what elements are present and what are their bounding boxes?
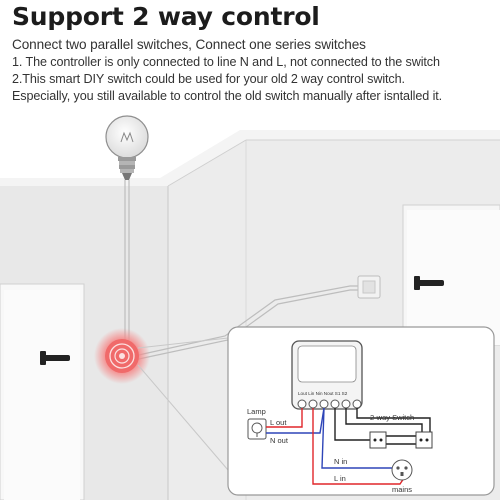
subtitle: Connect two parallel switches, Connect o…	[12, 37, 366, 52]
left-door	[0, 283, 85, 500]
right-door	[402, 204, 500, 346]
wiring-diagram-panel: Lout Lin Nin Nout S1 S2 Lamp	[137, 326, 495, 496]
note-2: 2.This smart DIY switch could be used fo…	[12, 72, 405, 86]
note-3: Especially, you still available to contr…	[12, 89, 443, 103]
lamp-icon	[247, 418, 267, 440]
switch-label: 2-way Switch	[370, 413, 414, 422]
lamp-label: Lamp	[247, 407, 266, 416]
wall-wires	[124, 180, 372, 361]
note-1: 1. The controller is only connected to l…	[12, 55, 440, 69]
terminal-labels: Lout Lin Nin Nout S1 S2	[298, 391, 348, 396]
controller-location-glow	[94, 328, 150, 384]
wall-switch	[357, 275, 381, 299]
wires	[266, 407, 431, 485]
l-in-label: L in	[334, 474, 346, 483]
mains-label: mains	[392, 485, 412, 494]
n-in-label: N in	[334, 457, 347, 466]
light-bulb-icon	[105, 115, 149, 180]
smart-switch-module: Lout Lin Nin Nout S1 S2	[291, 340, 363, 410]
page-title: Support 2 way control	[12, 2, 320, 31]
l-out-label: L out	[270, 418, 287, 427]
n-out-label: N out	[270, 436, 289, 445]
mains-plug-icon	[391, 459, 413, 481]
two-way-switch-icons	[369, 431, 433, 449]
